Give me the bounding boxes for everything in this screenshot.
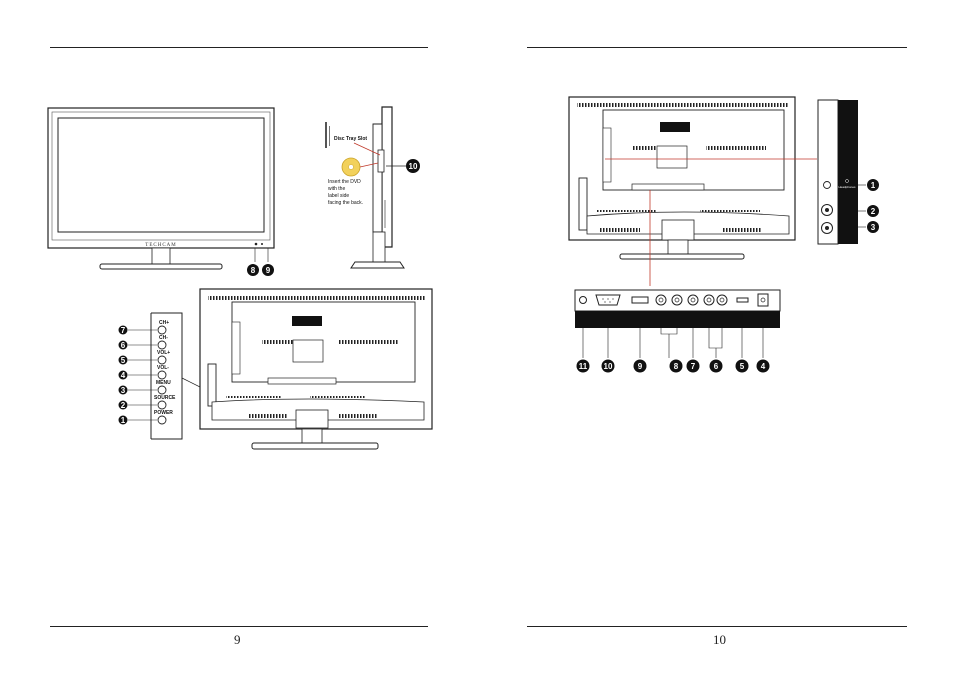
dvd-instruction: Insert the DVD with the label side facin…	[328, 179, 363, 206]
right-footer-rule	[527, 626, 907, 627]
svg-text:6: 6	[121, 341, 126, 350]
control-button-power: POWER 1	[118, 410, 173, 425]
control-button-vol-up: VOL+ 5	[118, 350, 170, 365]
left-page-number: 9	[234, 632, 241, 647]
svg-text:2: 2	[121, 401, 126, 410]
svg-text:10: 10	[604, 362, 613, 371]
svg-text:MENU: MENU	[156, 380, 171, 386]
svg-text:1: 1	[121, 416, 126, 425]
left-footer-rule	[50, 626, 428, 627]
svg-text:9: 9	[638, 362, 643, 371]
rear-connector-panel	[574, 289, 781, 328]
svg-text:8: 8	[674, 362, 679, 371]
control-button-source: SOURCE 2	[118, 395, 176, 410]
dvd-disc-icon	[341, 157, 361, 177]
svg-text:1: 1	[871, 181, 876, 190]
svg-text:6: 6	[714, 362, 719, 371]
callout-10-side: 10	[406, 159, 420, 173]
callout-2-side: 2	[858, 205, 879, 217]
disc-tray-slot-label: Disc Tray Slot	[334, 136, 367, 142]
callout-1-side: 1	[858, 179, 879, 191]
callout-6-rear: 6	[709, 359, 723, 373]
callout-8-front: 8	[247, 264, 259, 276]
svg-text:VOL-: VOL-	[157, 365, 169, 371]
tv-front-view: TECHCAM	[47, 107, 275, 270]
headphones-label: Headphones	[838, 185, 856, 189]
svg-text:3: 3	[871, 223, 876, 232]
rear-leader-lines	[582, 328, 764, 358]
control-button-ch-up: CH+ 7	[118, 320, 169, 335]
callout-11-rear: 11	[576, 359, 590, 373]
control-panel-strip	[150, 312, 183, 440]
control-button-menu: MENU 3	[118, 380, 171, 395]
callout-3-side: 3	[858, 221, 879, 233]
svg-text:5: 5	[121, 356, 126, 365]
right-header-rule	[527, 47, 907, 48]
callout-9-front: 9	[262, 264, 274, 276]
tv-side-view	[350, 106, 405, 269]
insert-arrow	[359, 162, 379, 168]
svg-text:8: 8	[251, 266, 256, 275]
control-button-ch-down: CH- 6	[118, 335, 168, 350]
svg-text:7: 7	[691, 362, 696, 371]
callout-10-rear: 10	[601, 359, 615, 373]
svg-text:2: 2	[871, 207, 876, 216]
side-connector-panel: Headphones	[817, 99, 858, 245]
svg-text:9: 9	[266, 266, 271, 275]
svg-text:4: 4	[761, 362, 766, 371]
svg-text:7: 7	[121, 326, 126, 335]
svg-text:5: 5	[740, 362, 745, 371]
tv-rear-view-right	[568, 96, 796, 260]
callout-8-rear: 8	[669, 359, 683, 373]
svg-text:CH+: CH+	[159, 320, 169, 326]
svg-text:SOURCE: SOURCE	[154, 395, 176, 401]
callout-5-rear: 5	[735, 359, 749, 373]
svg-text:3: 3	[121, 386, 126, 395]
svg-text:4: 4	[121, 371, 126, 380]
svg-text:10: 10	[409, 162, 418, 171]
svg-text:11: 11	[579, 362, 588, 371]
brand-logo: TECHCAM	[145, 243, 176, 248]
headphones-icon	[845, 179, 849, 183]
control-button-vol-down: VOL- 4	[118, 365, 169, 380]
slot-pointer	[353, 142, 381, 156]
tv-rear-view-left	[199, 288, 433, 450]
vertical-label-mark	[325, 122, 330, 148]
right-page-number: 10	[713, 632, 726, 647]
callout-9-rear: 9	[633, 359, 647, 373]
svg-text:VOL+: VOL+	[157, 350, 170, 356]
svg-text:CH-: CH-	[159, 335, 168, 341]
svg-text:POWER: POWER	[154, 410, 173, 416]
callout-7-rear: 7	[686, 359, 700, 373]
callout-4-rear: 4	[756, 359, 770, 373]
left-header-rule	[50, 47, 428, 48]
